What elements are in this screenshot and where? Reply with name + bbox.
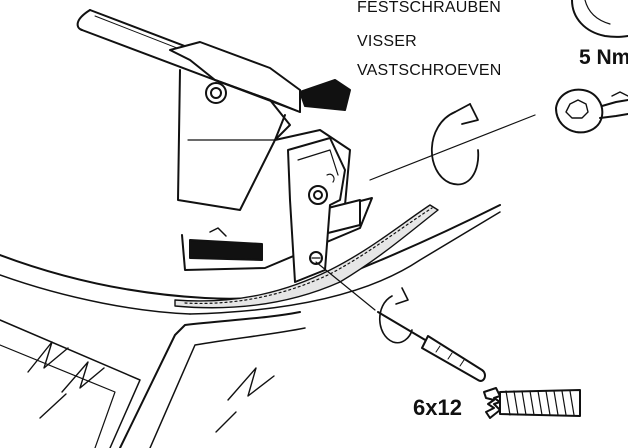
window-reflections: [27, 341, 275, 433]
leader-line: [369, 114, 536, 181]
rubber-seal: [174, 204, 439, 309]
clockwise-rotation-arrow-icon: [430, 103, 480, 186]
torque-dial-icon: [571, 0, 628, 38]
screwdriver-icon: [377, 311, 486, 382]
open-ring-wrench-icon: [555, 88, 628, 134]
machine-screw-icon: [483, 387, 581, 419]
screwdriver-rotation-arrow-icon: [379, 287, 413, 344]
torque-value: 5 Nm: [579, 46, 628, 69]
screw-size-label: 6x12: [413, 395, 462, 420]
clamp-bracket: [287, 137, 346, 283]
instruction-line-1: FESTSCHRAUBEN: [357, 0, 501, 16]
roof-foot: [169, 41, 373, 271]
instruction-line-2: VISSER: [357, 33, 417, 50]
instruction-line-3: VASTSCHROEVEN: [357, 62, 502, 79]
screw-leader-line: [315, 261, 376, 311]
